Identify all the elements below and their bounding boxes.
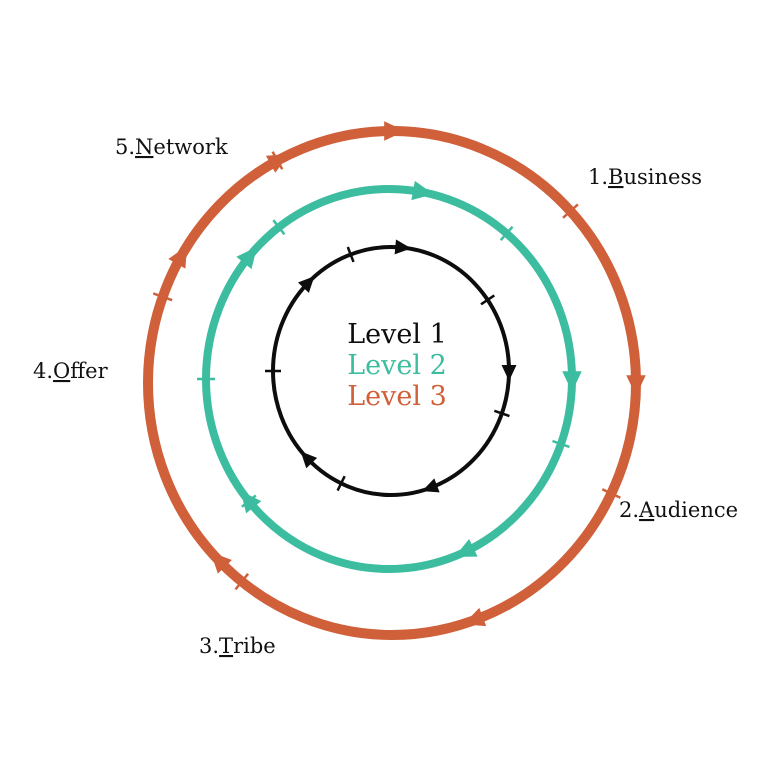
stage-label-offer: 4.Offer bbox=[33, 359, 109, 383]
inner-ring-arrow-icon bbox=[300, 451, 318, 469]
middle-ring-tick bbox=[272, 219, 286, 236]
outer-ring-tick bbox=[562, 203, 579, 219]
outer-ring-group bbox=[143, 121, 646, 640]
outer-ring-ticks bbox=[152, 151, 621, 591]
outer-ring-tick bbox=[152, 292, 173, 302]
stage-label-business: 1.Business bbox=[588, 165, 702, 189]
middle-ring-group bbox=[197, 180, 582, 573]
middle-ring-arrow-icon bbox=[454, 539, 478, 557]
level-legend: Level 1 Level 2 Level 3 bbox=[347, 319, 447, 412]
level-3-label: Level 3 bbox=[347, 381, 447, 412]
outer-ring-arrow-icon bbox=[626, 375, 646, 396]
inner-ring-tick bbox=[480, 294, 496, 306]
inner-ring-tick bbox=[493, 409, 510, 418]
middle-ring-tick bbox=[552, 439, 570, 449]
middle-ring-tick bbox=[499, 225, 514, 242]
outer-ring-arrow-icon bbox=[463, 607, 487, 627]
level-1-label: Level 1 bbox=[347, 319, 447, 350]
inner-ring-group bbox=[265, 239, 517, 497]
middle-ring-arrows bbox=[236, 180, 582, 557]
inner-ring-tick bbox=[336, 475, 346, 492]
middle-ring-arrow-icon bbox=[236, 246, 257, 270]
stage-label-audience: 2.Audience bbox=[619, 498, 738, 522]
outer-ring-arrow-icon bbox=[265, 154, 289, 173]
outer-ring-arrow-icon bbox=[384, 121, 405, 141]
middle-ring-arrow-icon bbox=[240, 491, 262, 514]
stage-label-network: 5.Network bbox=[115, 135, 228, 159]
inner-ring-arrows bbox=[297, 239, 517, 493]
outer-ring-arrow-icon bbox=[168, 245, 188, 269]
inner-ring-arrow-icon bbox=[394, 239, 412, 255]
level-2-label: Level 2 bbox=[347, 350, 447, 381]
middle-ring-arrow-icon bbox=[562, 371, 582, 392]
inner-ring-arrow-icon bbox=[501, 365, 517, 381]
middle-ring-arrow-icon bbox=[411, 180, 434, 201]
outer-ring-tick bbox=[234, 573, 250, 591]
inner-ring-ticks bbox=[265, 246, 510, 492]
inner-ring-arrow-icon bbox=[422, 478, 440, 493]
outer-ring-tick bbox=[601, 488, 621, 499]
outer-ring-arrows bbox=[168, 121, 646, 627]
inner-ring-tick bbox=[346, 246, 355, 263]
outer-ring-arrow-icon bbox=[210, 551, 232, 574]
inner-ring-arrow-icon bbox=[297, 276, 315, 293]
stage-label-tribe: 3.Tribe bbox=[199, 634, 276, 658]
